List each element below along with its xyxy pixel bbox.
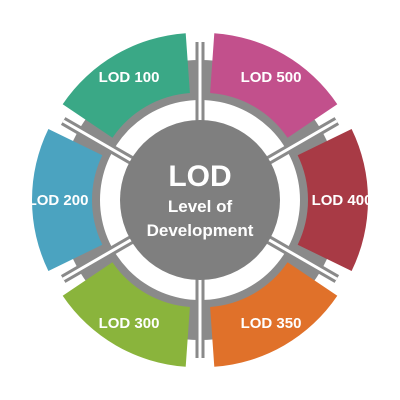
segment-lod-300: LOD 300 [62, 262, 190, 367]
segment-shape [210, 262, 338, 367]
segment-lod-400: LOD 400 [297, 128, 373, 272]
spoke-gap [265, 236, 338, 281]
segment-label: LOD 300 [99, 315, 160, 332]
segment-label: LOD 200 [28, 192, 89, 209]
segment-shape [210, 33, 338, 138]
ring-frame [60, 42, 340, 358]
center-subtitle-line1: Level of [168, 197, 233, 216]
spoke-gap [62, 119, 135, 164]
spoke-gap [265, 119, 338, 164]
segment-lod-500: LOD 500 [210, 33, 338, 138]
center-subtitle-line2: Development [147, 221, 254, 240]
segment-shape [297, 128, 369, 272]
segment-lod-100: LOD 100 [62, 33, 190, 138]
center-hub: LOD Level of Development [120, 120, 280, 280]
segment-label: LOD 400 [312, 192, 373, 209]
center-circle [120, 120, 280, 280]
center-title: LOD [168, 160, 231, 193]
segment-shape [62, 33, 190, 138]
segment-lod-200: LOD 200 [28, 128, 103, 272]
segment-shape [31, 128, 103, 272]
segment-label: LOD 100 [99, 69, 160, 86]
segment-label: LOD 500 [241, 69, 302, 86]
segment-label: LOD 350 [241, 315, 302, 332]
segment-shape [62, 262, 190, 367]
spoke-gap [62, 236, 135, 281]
segment-lod-350: LOD 350 [210, 262, 338, 367]
